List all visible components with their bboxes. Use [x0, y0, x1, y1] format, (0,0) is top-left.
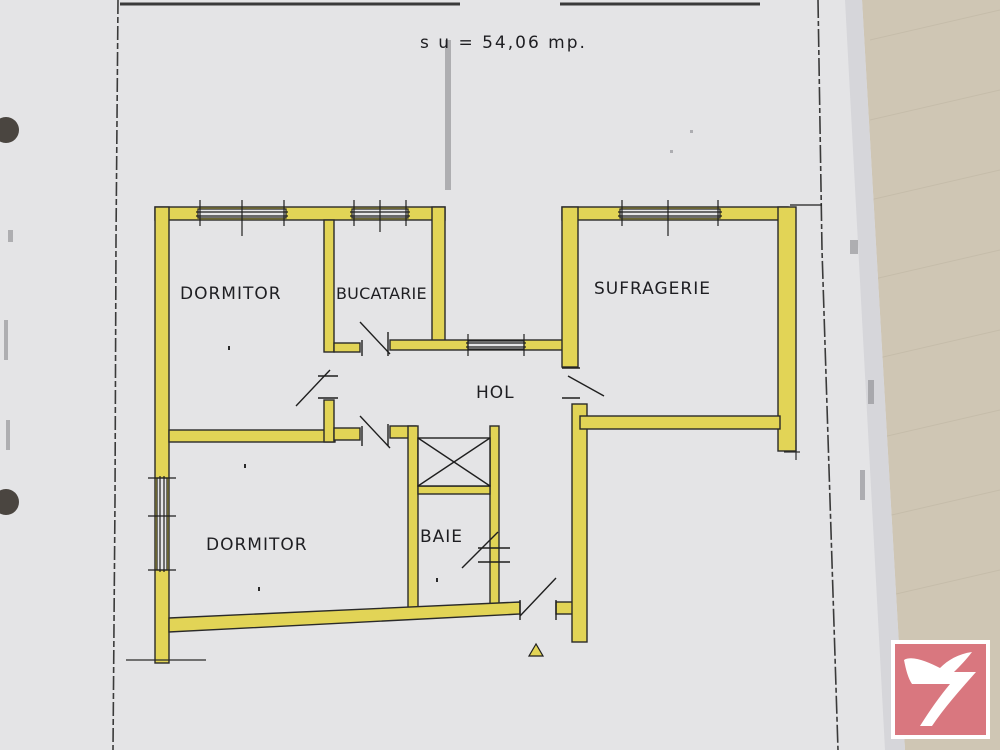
wall-hall-right	[571, 403, 588, 643]
window-living	[618, 200, 822, 236]
wall-kitchen-bottom	[333, 342, 361, 353]
sheet-border	[112, 0, 839, 750]
punch-hole	[0, 117, 19, 143]
wall-left-outer	[154, 206, 170, 664]
scan-specks	[4, 40, 874, 500]
wall-hall-stub	[333, 427, 361, 441]
wall-bath-left	[407, 425, 419, 613]
wall-living-bottom	[579, 415, 781, 430]
logo-background	[895, 644, 986, 735]
room-label-dormitor-1: DORMITOR	[180, 284, 282, 304]
wall-living-right	[777, 206, 797, 452]
wall-between-bedrooms	[168, 429, 336, 443]
punch-hole	[0, 489, 19, 515]
dimension-ticks	[126, 440, 800, 661]
wall-bath-right	[489, 425, 500, 615]
room-label-hol: HOL	[476, 383, 515, 403]
window-bedroom-2	[148, 476, 176, 572]
window-kitchen	[350, 200, 410, 232]
wall-bath-mid	[417, 485, 491, 495]
window-bedroom-1	[196, 200, 288, 236]
door-bedroom-2	[359, 415, 391, 449]
door-bath	[461, 531, 510, 569]
windows	[148, 200, 822, 572]
door-living	[562, 367, 605, 399]
door-entrance	[519, 577, 557, 620]
wall-bedroom-stub	[323, 399, 335, 443]
doors	[295, 321, 605, 620]
door-kitchen	[359, 321, 391, 356]
bird-seven-logo-icon	[904, 652, 976, 726]
paper-sheet	[0, 0, 905, 750]
ventilation-shaft	[417, 437, 491, 487]
door-bedroom-1	[295, 369, 338, 407]
small-marks	[228, 346, 438, 591]
room-label-baie: BAIE	[420, 527, 463, 547]
room-label-sufragerie: SUFRAGERIE	[594, 279, 711, 299]
area-caption: s u = 54,06 mp.	[420, 33, 587, 53]
paper-shadow-edge	[845, 0, 905, 750]
window-hall	[466, 334, 526, 356]
brand-logo	[891, 640, 990, 739]
wall-kitchen-right	[431, 206, 446, 346]
room-label-dormitor-2: DORMITOR	[206, 535, 308, 555]
room-label-bucatarie: BUCATARIE	[336, 284, 427, 303]
wall-living-left	[561, 206, 579, 368]
entrance-marker-icon	[527, 642, 545, 657]
wall-bedroom-kitchen	[323, 219, 335, 353]
